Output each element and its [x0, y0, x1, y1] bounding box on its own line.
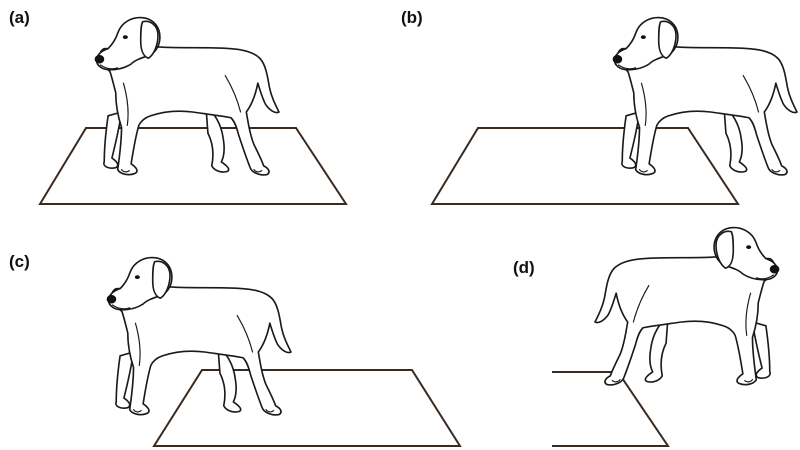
dog-c: [107, 258, 291, 415]
panel-b: [432, 18, 797, 204]
panel-label-a: (a): [9, 9, 30, 26]
platform-c: [154, 370, 460, 446]
panel-label-d: (d): [513, 259, 535, 276]
dog-a: [95, 18, 279, 175]
platform-a: [40, 128, 346, 204]
platform-b: [432, 128, 738, 204]
dog-d: [595, 228, 779, 385]
panel-c: [107, 258, 460, 446]
dog-b: [613, 18, 797, 175]
panel-label-c: (c): [9, 253, 30, 270]
panel-a: [40, 18, 346, 204]
panel-d: [552, 228, 779, 446]
panel-label-b: (b): [401, 9, 423, 26]
